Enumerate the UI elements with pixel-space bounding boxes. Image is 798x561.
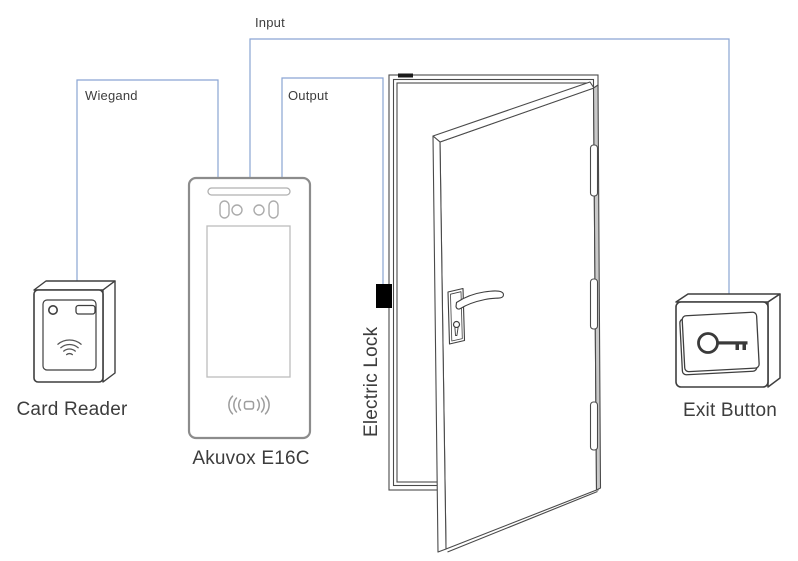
wire-label-wiegand: Wiegand [85,88,138,103]
speaker-slot [207,187,291,196]
wire-label-output: Output [288,88,329,103]
card-reader-led [47,304,58,315]
camera-array [219,200,279,219]
wire-output [281,77,384,285]
electric-lock-block [376,284,392,308]
contactless-waves-icon [57,339,82,356]
exit-button-device [675,293,781,388]
wire-label-input: Input [255,15,285,30]
key-icon [697,332,748,354]
door-hinges [589,144,599,451]
door-handle [447,287,504,345]
wire-wiegand [76,79,219,281]
access-terminal-device [187,176,312,440]
terminal-screen [206,225,291,378]
label-exit-button: Exit Button [682,400,778,421]
label-card-reader: Card Reader [16,399,128,420]
wire-input [249,38,730,294]
frame-top-mark [398,73,413,78]
nfc-icon [228,395,270,415]
label-electric-lock: Electric Lock [361,326,382,437]
card-reader-slot [75,304,96,315]
label-main-unit: Akuvox E16C [192,448,310,469]
card-reader-device [33,280,116,383]
